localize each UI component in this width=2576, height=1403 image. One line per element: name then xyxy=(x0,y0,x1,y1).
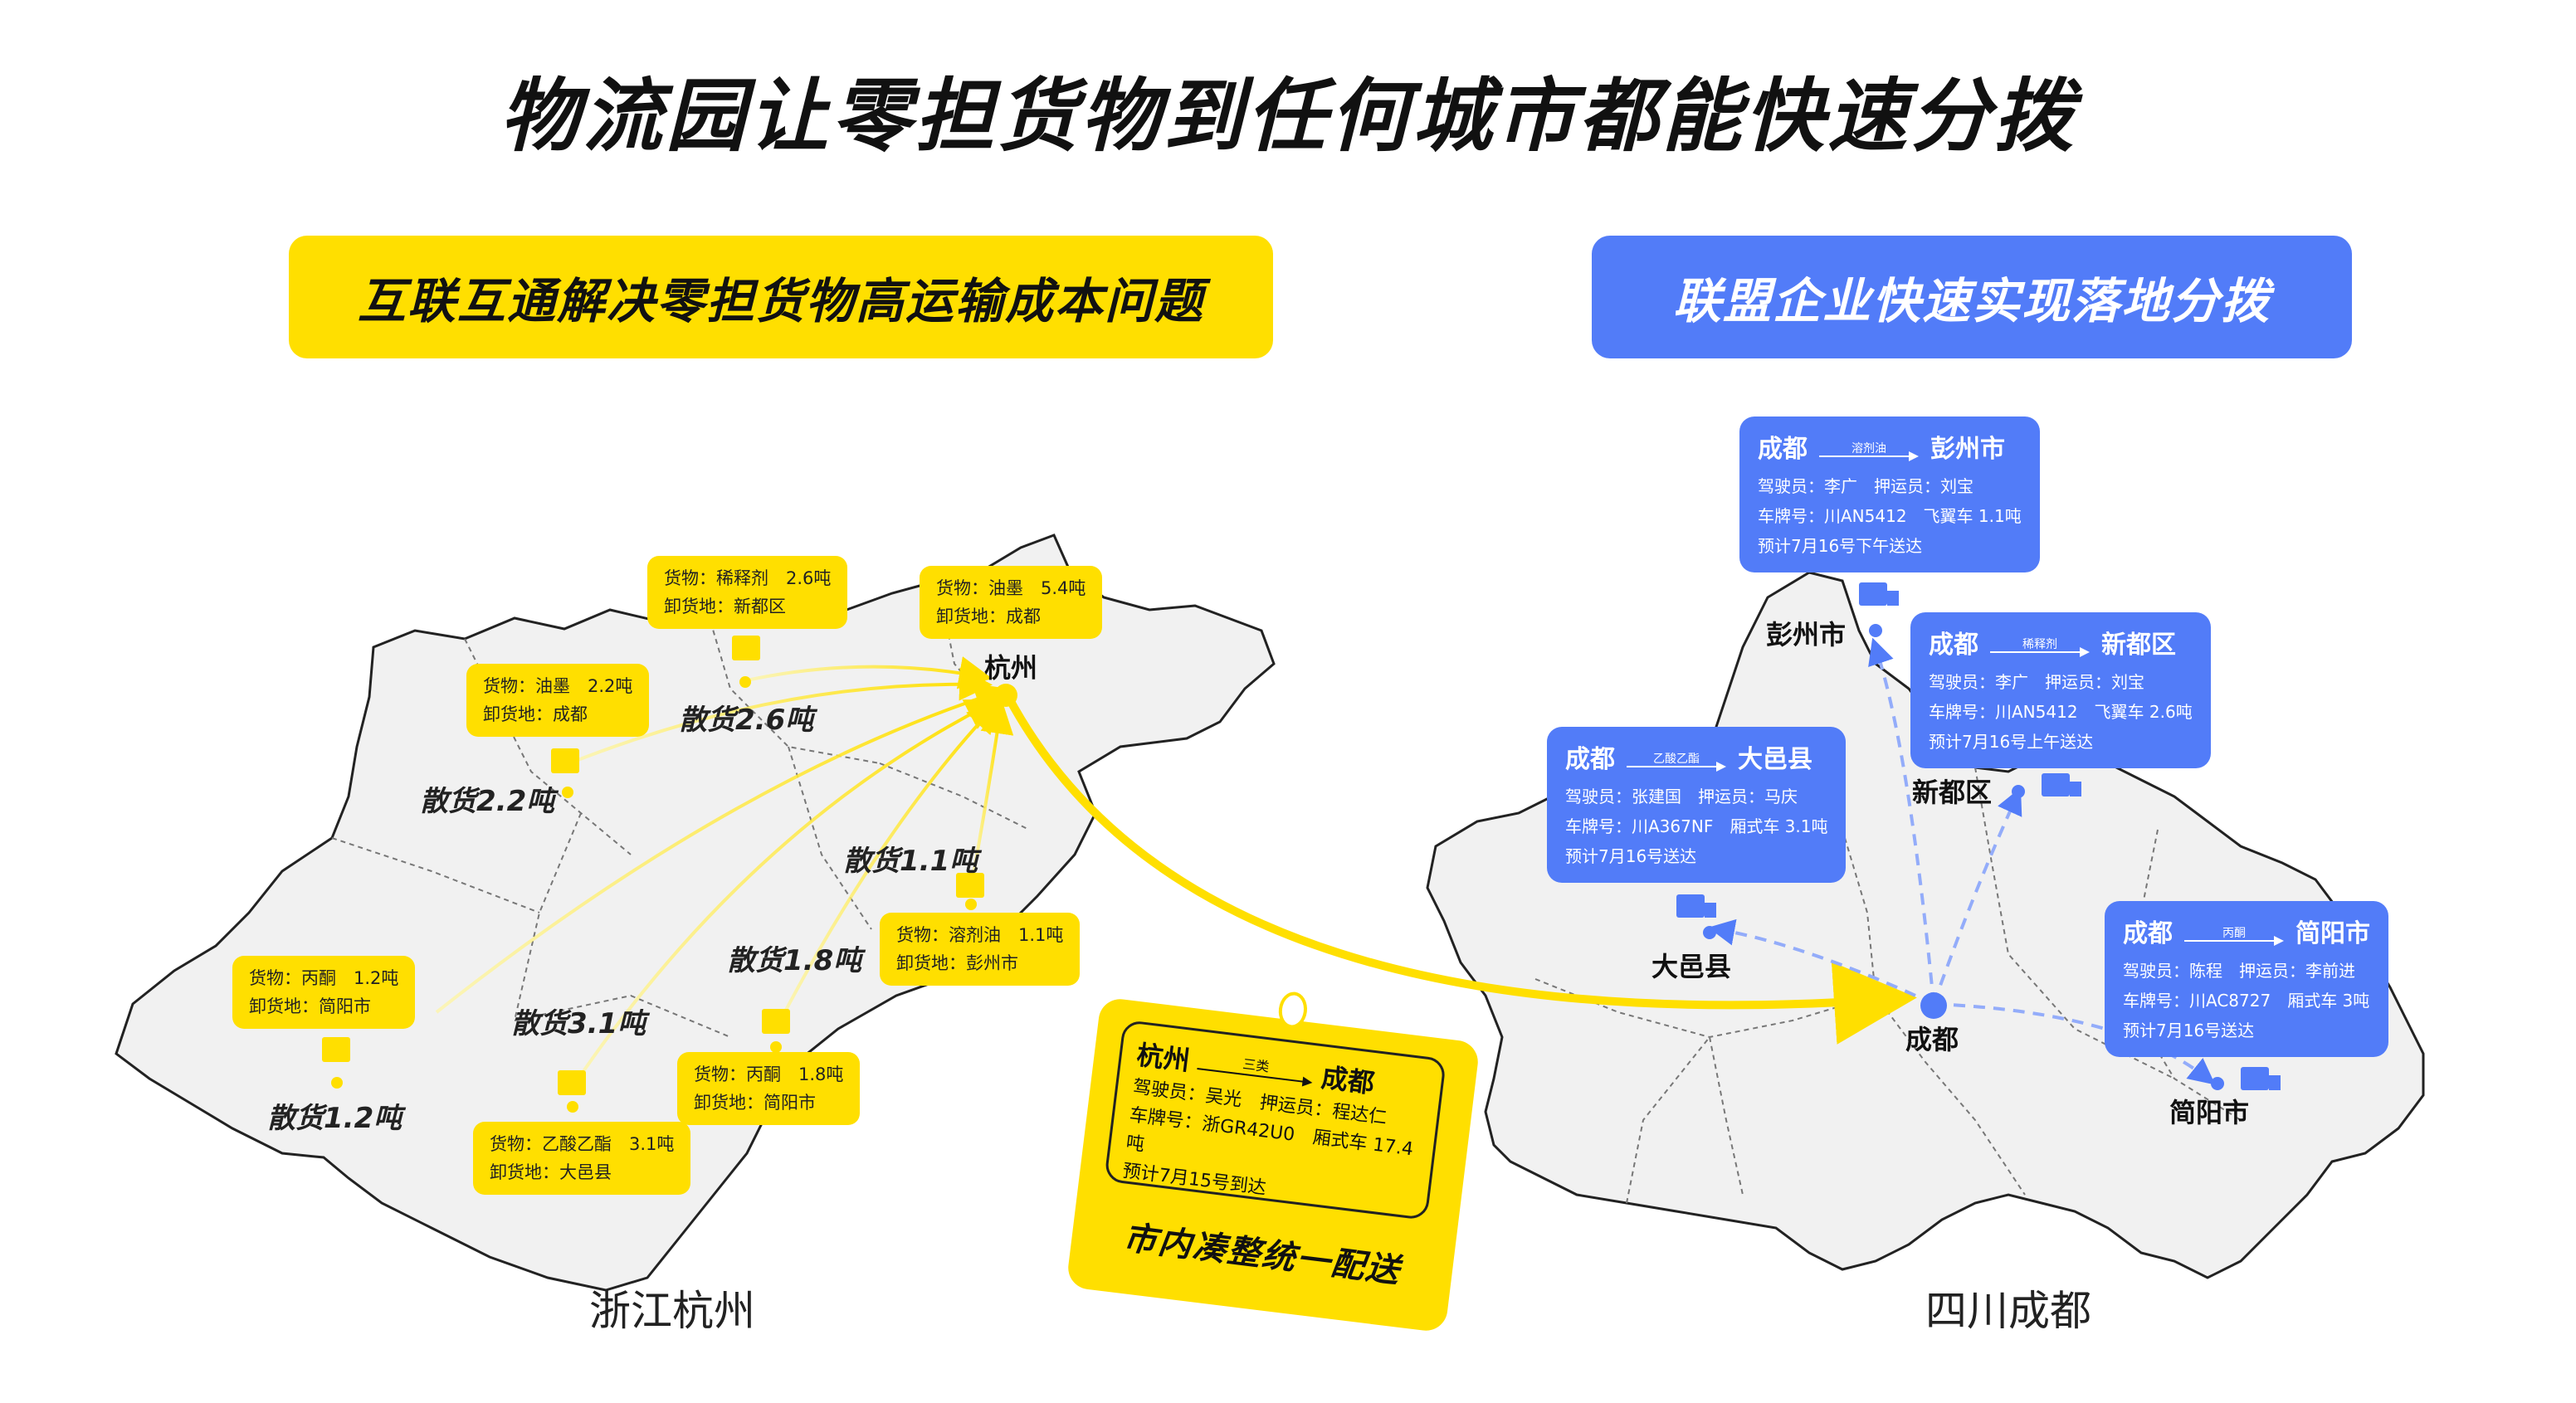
cargo-box-1.2: 货物：丙酮 1.2吨 卸货地：简阳市 xyxy=(232,956,416,1029)
chengdu-label: 成都 xyxy=(1905,1024,1959,1055)
route-plate: 车牌号：川AC8727 厢式车 3吨 xyxy=(2123,991,2370,1011)
route-eta: 预计7月16号送达 xyxy=(1565,846,1697,866)
cargo-box-2.2: 货物：油墨 2.2吨 卸货地：成都 xyxy=(466,664,650,737)
route-head: 成都 丙酮 简阳市 xyxy=(2123,913,2370,956)
route-from: 成都 xyxy=(1758,435,1808,464)
route-eta: 预计7月16号上午送达 xyxy=(1929,732,2094,752)
route-driver: 驾驶员：陈程 押运员：李前进 xyxy=(2123,961,2355,981)
outbound-routes xyxy=(1708,637,2216,1085)
cargo-dest: 卸货地：简阳市 xyxy=(694,1093,816,1113)
banner-left: 互联互通解决零担货物高运输成本问题 xyxy=(289,236,1273,358)
route-cargo: 乙酸乙酯 xyxy=(1653,753,1700,766)
left-region-caption: 浙江杭州 xyxy=(589,1287,755,1335)
cargo-label-2.2: 散货2.2吨 xyxy=(420,785,555,818)
route-driver: 驾驶员：李广 押运员：刘宝 xyxy=(1758,476,1973,496)
route-head: 成都 稀释剂 新都区 xyxy=(1929,624,2193,667)
route-to: 彭州市 xyxy=(1930,435,2005,464)
cargo-label-1.2: 散货1.2吨 xyxy=(267,1102,402,1135)
route-to: 简阳市 xyxy=(2295,919,2370,948)
route-head: 成都 乙酸乙酯 大邑县 xyxy=(1565,738,1827,782)
right-region-caption: 四川成都 xyxy=(1925,1287,2091,1335)
transit-to: 成都 xyxy=(1320,1061,1377,1099)
cargo-goods: 货物：稀释剂 2.6吨 xyxy=(664,568,832,588)
cargo-goods: 货物：油墨 2.2吨 xyxy=(483,676,633,696)
route-from: 成都 xyxy=(1565,745,1615,774)
route-card-dayi: 成都 乙酸乙酯 大邑县 驾驶员：张建国 押运员：马庆 车牌号：川A367NF 厢… xyxy=(1547,727,1847,883)
cargo-box-5.4: 货物：油墨 5.4吨 卸货地：成都 xyxy=(920,566,1103,639)
cargo-icons xyxy=(322,636,984,1113)
arrow-right-icon: 乙酸乙酯 xyxy=(1627,748,1726,772)
route-plate: 车牌号：川AN5412 飞翼车 2.6吨 xyxy=(1929,702,2193,722)
route-plate: 车牌号：川A367NF 厢式车 3.1吨 xyxy=(1565,816,1828,836)
cargo-label-1.1: 散货1.1吨 xyxy=(843,845,978,878)
page-title: 物流园让零担货物到任何城市都能快速分拨 xyxy=(500,70,2076,163)
cargo-box-1.8: 货物：丙酮 1.8吨 卸货地：简阳市 xyxy=(677,1052,861,1125)
cargo-box-3.1: 货物：乙酸乙酯 3.1吨 卸货地：大邑县 xyxy=(473,1122,691,1195)
cargo-label-3.1: 散货3.1吨 xyxy=(511,1007,646,1040)
arrow-right-icon: 稀释剂 xyxy=(1990,633,2090,658)
main-route-arc xyxy=(1004,694,1917,1045)
route-cargo: 丙酮 xyxy=(2222,927,2246,940)
route-to: 大邑县 xyxy=(1738,745,1812,774)
cargo-dest: 卸货地：新都区 xyxy=(664,597,786,616)
cargo-goods: 货物：油墨 5.4吨 xyxy=(936,578,1086,598)
sichuan-map xyxy=(1426,571,2425,1279)
cargo-dest: 卸货地：简阳市 xyxy=(249,996,371,1016)
cargo-dest: 卸货地：大邑县 xyxy=(490,1162,612,1182)
route-card-xindu: 成都 稀释剂 新都区 驾驶员：李广 押运员：刘宝 车牌号：川AN5412 飞翼车… xyxy=(1910,612,2211,768)
route-eta: 预计7月16号下午送达 xyxy=(1758,536,1923,556)
route-card-pengzhou: 成都 溶剂油 彭州市 驾驶员：李广 押运员：刘宝 车牌号：川AN5412 飞翼车… xyxy=(1739,417,2040,572)
cargo-label-2.6: 散货2.6吨 xyxy=(679,704,814,737)
hangzhou-hub xyxy=(994,684,1017,707)
transit-from: 杭州 xyxy=(1134,1039,1192,1077)
route-cargo: 稀释剂 xyxy=(2022,638,2057,651)
cargo-label-1.8: 散货1.8吨 xyxy=(727,944,862,977)
route-to: 新都区 xyxy=(2101,631,2176,660)
arrow-right-icon: 丙酮 xyxy=(2184,922,2284,947)
district-dayi: 大邑县 xyxy=(1651,951,1732,982)
transit-card: 杭州 三类 成都 驾驶员：吴光 押运员：程达仁 车牌号：浙GR42U0 厢式车 … xyxy=(1066,990,1481,1333)
cargo-goods: 货物：乙酸乙酯 3.1吨 xyxy=(490,1134,675,1154)
inbound-routes xyxy=(435,656,1014,1089)
transit-details: 杭州 三类 成都 驾驶员：吴光 押运员：程达仁 车牌号：浙GR42U0 厢式车 … xyxy=(1104,1019,1447,1221)
arrow-right-icon: 溶剂油 xyxy=(1819,437,1919,462)
cargo-goods: 货物：丙酮 1.2吨 xyxy=(249,968,399,988)
truck-icons xyxy=(1676,582,2281,1090)
cargo-goods: 货物：溶剂油 1.1吨 xyxy=(896,925,1064,945)
cargo-goods: 货物：丙酮 1.8吨 xyxy=(694,1064,844,1084)
route-driver: 驾驶员：李广 押运员：刘宝 xyxy=(1929,672,2144,692)
route-eta: 预计7月16号送达 xyxy=(2123,1021,2255,1040)
cargo-box-2.6: 货物：稀释剂 2.6吨 卸货地：新都区 xyxy=(647,556,848,629)
chengdu-hub xyxy=(1920,992,1947,1019)
district-xindu: 新都区 xyxy=(1912,777,1993,808)
route-plate: 车牌号：川AN5412 飞翼车 1.1吨 xyxy=(1758,506,2022,526)
cargo-dest: 卸货地：彭州市 xyxy=(896,953,1018,973)
cargo-dest: 卸货地：成都 xyxy=(936,607,1041,626)
district-jianyang: 简阳市 xyxy=(2169,1097,2250,1128)
route-cargo: 溶剂油 xyxy=(1852,442,1886,455)
banner-right: 联盟企业快速实现落地分拨 xyxy=(1592,236,2352,358)
route-from: 成都 xyxy=(1929,631,1978,660)
route-from: 成都 xyxy=(2123,919,2173,948)
cargo-box-1.1: 货物：溶剂油 1.1吨 卸货地：彭州市 xyxy=(880,913,1081,986)
route-driver: 驾驶员：张建国 押运员：马庆 xyxy=(1565,787,1798,806)
cargo-dest: 卸货地：成都 xyxy=(483,704,588,724)
district-pengzhou: 彭州市 xyxy=(1766,619,1847,650)
route-head: 成都 溶剂油 彭州市 xyxy=(1758,428,2022,471)
route-card-jianyang: 成都 丙酮 简阳市 驾驶员：陈程 押运员：李前进 车牌号：川AC8727 厢式车… xyxy=(2105,901,2388,1057)
hangzhou-label: 杭州 xyxy=(984,652,1038,684)
